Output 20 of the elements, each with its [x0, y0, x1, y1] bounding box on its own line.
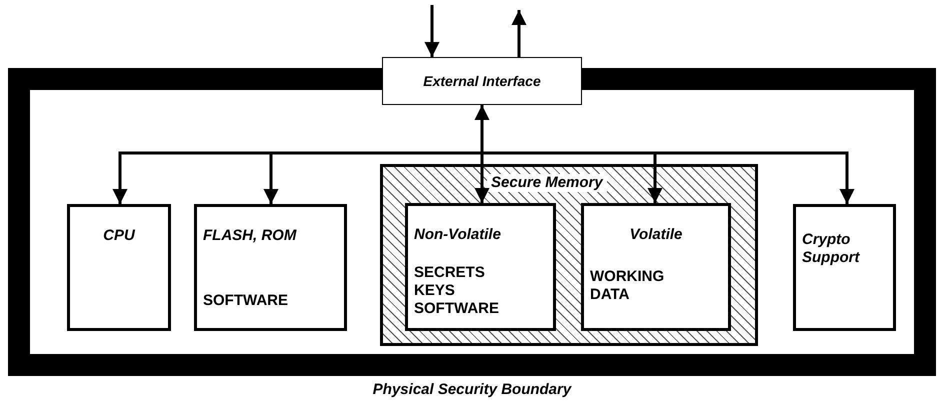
component-title: Volatile: [628, 226, 684, 244]
interface-box: [382, 57, 582, 105]
arrow: [512, 10, 526, 57]
boundary-label: Physical Security Boundary: [372, 381, 573, 399]
component-title: FLASH, ROM: [202, 227, 298, 245]
component-title: Non-Volatile: [413, 226, 502, 244]
component-contents: WORKING DATA: [589, 268, 666, 304]
arrow: [424, 5, 440, 57]
component-box: [405, 203, 556, 331]
component-contents: SECRETS KEYS SOFTWARE: [413, 264, 500, 318]
component-box: [194, 204, 347, 331]
component-contents: SOFTWARE: [202, 292, 289, 310]
component-title: Crypto Support: [801, 231, 861, 267]
component-box: [793, 204, 896, 331]
component-title: CPU: [102, 227, 136, 245]
component-title: Secure Memory: [487, 174, 607, 192]
component-title: External Interface: [422, 72, 542, 90]
hatched-region: [380, 164, 758, 346]
component-box: [67, 204, 171, 331]
component-box: [581, 203, 731, 331]
